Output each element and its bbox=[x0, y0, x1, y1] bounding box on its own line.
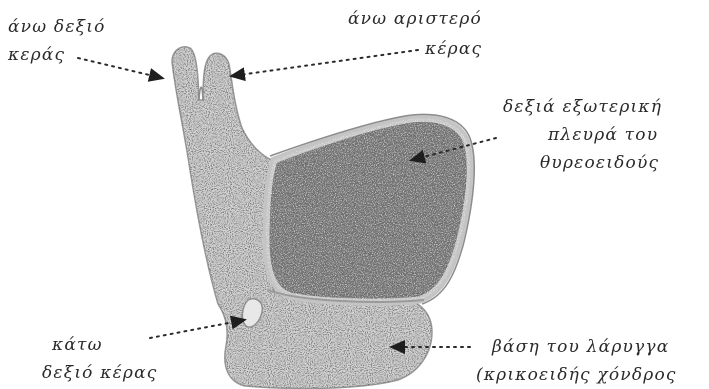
label-upper-left-horn: άνω αριστερό κέρας bbox=[348, 9, 482, 59]
label-lower-right-horn: κάτω δεξιό κέρας bbox=[42, 335, 158, 383]
label-right-outer-side-line2: πλευρά του bbox=[547, 125, 658, 145]
label-larynx-base-line2: (κρικοειδής χόνδρος bbox=[476, 365, 677, 385]
label-lower-right-horn-line2: δεξιό κέρας bbox=[42, 363, 158, 383]
label-upper-right-horn-line1: άνω δεξιό bbox=[8, 17, 106, 37]
label-right-outer-side-line1: δεξιά εξωτερική bbox=[503, 97, 662, 117]
label-right-outer-side-line3: θυρεοειδούς bbox=[540, 153, 659, 173]
label-right-outer-side: δεξιά εξωτερική πλευρά του θυρεοειδούς bbox=[503, 97, 662, 173]
label-larynx-base: βάση του λάρυγγα (κρικοειδής χόνδρος bbox=[476, 337, 677, 385]
horn-gap-line bbox=[199, 87, 203, 100]
label-larynx-base-line1: βάση του λάρυγγα bbox=[491, 337, 669, 357]
leader-upper-right-horn bbox=[78, 58, 162, 78]
label-upper-left-horn-line1: άνω αριστερό bbox=[348, 9, 482, 29]
label-upper-right-horn: άνω δεξιό κεράς bbox=[7, 17, 106, 65]
label-lower-right-horn-line1: κάτω bbox=[51, 335, 103, 355]
label-upper-left-horn-line2: κέρας bbox=[424, 39, 482, 59]
label-upper-right-horn-line2: κεράς bbox=[7, 45, 65, 65]
thyroid-lamina bbox=[266, 114, 474, 304]
leader-upper-left-horn bbox=[232, 50, 418, 76]
